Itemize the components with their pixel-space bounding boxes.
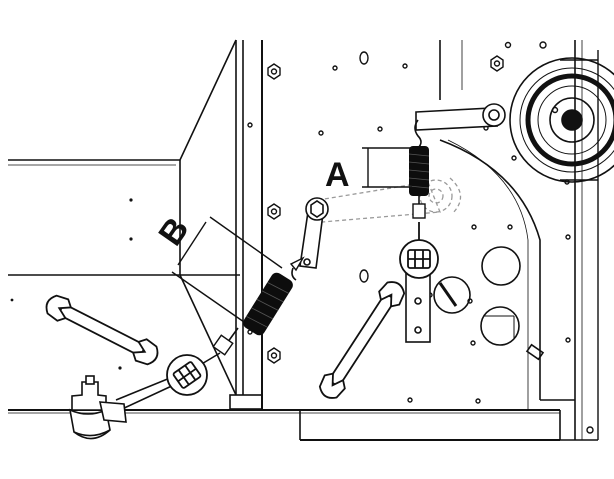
lever-b — [299, 197, 329, 269]
dimension-a-label: A — [325, 156, 350, 194]
upper-bracket — [415, 103, 506, 131]
dimension-b — [171, 216, 283, 323]
machine-frame-center — [439, 40, 599, 441]
tension-spring-b — [243, 272, 293, 336]
hex-nut-icon — [267, 63, 281, 80]
wrench-b-icon — [45, 294, 159, 366]
hex-nut-icon — [267, 347, 281, 364]
dimension-a — [362, 147, 412, 188]
machine-frame-left — [8, 39, 561, 441]
spring-b-assembly — [212, 256, 305, 356]
hex-nut-icon — [267, 203, 281, 220]
hex-nut-icon — [490, 55, 504, 72]
frame-fasteners — [247, 41, 594, 434]
wrench-a-icon — [318, 281, 406, 399]
adjuster-nut-b — [166, 354, 208, 396]
frame-ports — [433, 246, 545, 361]
anchor-bracket — [68, 375, 127, 440]
drive-pulley — [509, 57, 614, 183]
adjuster-nut-a — [399, 222, 439, 279]
spring-a-assembly — [408, 119, 430, 219]
